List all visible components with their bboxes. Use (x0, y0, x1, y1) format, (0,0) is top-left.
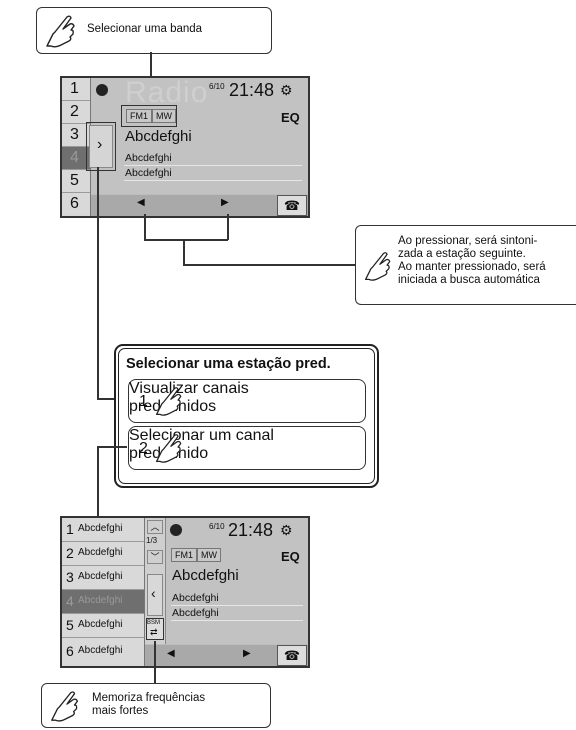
info-line-1: Abcdefghi (172, 592, 219, 604)
preset-list-expanded: 1 Abcdefghi 2 Abcdefghi 3 Abcdefghi 4 Ab… (62, 518, 145, 666)
callout-select-band-text: Selecionar uma banda (87, 23, 203, 35)
callout-next-station-line2: zada a estação seguinte. (398, 248, 526, 260)
step-1-text-a: Visualizar canais (129, 380, 249, 397)
callout-bsm-line1: Memoriza frequências (92, 692, 206, 704)
callout-bsm-line2: mais fortes (92, 705, 149, 717)
radio-content-bottom: 6/10 21:48 ⚙ FM1 MW EQ Abcdefghi Abcdefg… (166, 518, 308, 644)
clock: 21:48 (229, 80, 275, 100)
tuning-bar: ◀ ▶ ☎ (145, 645, 308, 666)
preset-item-2[interactable]: 2 Abcdefghi (62, 542, 144, 566)
radio-screen-bottom: 1 Abcdefghi 2 Abcdefghi 3 Abcdefghi 4 Ab… (60, 516, 310, 668)
step-2-box: 2 Selecionar um canal predefinido (128, 426, 366, 470)
preset-button-1[interactable]: 1 (62, 78, 90, 101)
connector-line (183, 264, 355, 266)
callout-next-station-line3: Ao manter pressionado, será (398, 261, 546, 273)
separator (171, 605, 303, 606)
preset-button-3[interactable]: 3 (62, 124, 90, 147)
band-selector-frame (121, 105, 177, 127)
collapse-list-button[interactable]: ‹ (147, 574, 163, 616)
callout-next-station: Ao pressionar, será sintoni- zada a esta… (355, 225, 576, 305)
clock: 21:48 (228, 520, 274, 540)
radio-screen-top: 1 2 3 4 5 6 Radio 6/10 21:48 ⚙ FM1 MW EQ… (60, 76, 310, 218)
preset-station-panel-inner (118, 348, 375, 484)
pointing-hand-icon (155, 387, 182, 416)
settings-gear-icon[interactable]: ⚙ (280, 82, 293, 98)
callout-bsm: Memoriza frequências mais fortes (41, 683, 271, 728)
pointing-hand-icon (364, 252, 391, 281)
phone-icon[interactable]: ☎ (277, 195, 307, 216)
connector-line (97, 167, 99, 399)
preset-button-2[interactable]: 2 (62, 101, 90, 124)
tune-up-button[interactable]: ▶ (221, 197, 229, 208)
band-mw-button[interactable]: MW (152, 109, 176, 123)
callout-next-station-line4: iniciada a busca automática (398, 274, 540, 286)
source-icon (96, 84, 108, 96)
page-indicator: 1/3 (146, 536, 158, 545)
step-2-number: 2 (139, 440, 148, 457)
connector-line (97, 446, 127, 448)
band-mw-button[interactable]: MW (197, 548, 221, 562)
preset-item-5[interactable]: 5 Abcdefghi (62, 614, 144, 638)
preset-list-toggle-frame (86, 122, 116, 171)
preset-button-6[interactable]: 6 (62, 193, 90, 215)
info-line-2: Abcdefghi (125, 167, 172, 179)
preset-list: 1 2 3 4 5 6 (62, 78, 91, 216)
source-icon (170, 524, 182, 536)
preset-item-3[interactable]: 3 Abcdefghi (62, 566, 144, 590)
eq-button[interactable]: EQ (281, 549, 300, 564)
pointing-hand-icon (155, 434, 182, 463)
eq-button[interactable]: EQ (281, 110, 300, 125)
connector-line (154, 641, 156, 686)
date-label: 6/10 (209, 82, 225, 91)
preset-button-4[interactable]: 4 (62, 147, 90, 170)
connector-line (144, 239, 228, 241)
tune-down-button[interactable]: ◀ (167, 648, 175, 659)
radio-watermark: Radio (125, 76, 209, 109)
refresh-icon: ⇄ (150, 627, 158, 637)
chevron-right-icon: › (97, 136, 103, 153)
preset-list-toggle-button[interactable]: › (89, 125, 113, 168)
tune-up-button[interactable]: ▶ (243, 648, 251, 659)
callout-select-band: Selecionar uma banda (36, 7, 272, 54)
band-fm1-button[interactable]: FM1 (126, 109, 152, 123)
station-name: Abcdefghi (172, 567, 239, 584)
step-2-text-a: Selecionar um canal (129, 427, 274, 444)
connector-line (97, 446, 99, 518)
panel-title: Selecionar uma estação pred. (126, 356, 331, 372)
connector-line (97, 398, 127, 400)
bsm-label: BSM (147, 620, 161, 626)
tuning-bar: ◀ ▶ ☎ (91, 195, 308, 216)
date-label: 6/10 (209, 522, 225, 531)
preset-item-4[interactable]: 4 Abcdefghi (62, 590, 144, 614)
preset-button-5[interactable]: 5 (62, 170, 90, 193)
scroll-down-button[interactable]: ﹀ (147, 550, 163, 564)
chevron-left-icon: ‹ (151, 585, 156, 601)
separator (171, 620, 303, 621)
station-name: Abcdefghi (125, 128, 192, 145)
band-fm1-button[interactable]: FM1 (171, 548, 197, 562)
separator (124, 180, 302, 181)
connector-line (144, 214, 146, 240)
info-line-2: Abcdefghi (172, 607, 219, 619)
connector-line (183, 239, 185, 265)
bsm-button[interactable]: BSM ⇄ (146, 618, 164, 640)
step-1-box: 1 Visualizar canais predefinidos (128, 379, 366, 423)
preset-item-6[interactable]: 6 Abcdefghi (62, 638, 144, 665)
preset-item-1[interactable]: 1 Abcdefghi (62, 518, 144, 542)
preset-station-panel: Selecionar uma estação pred. 1 Visualiza… (114, 344, 379, 488)
connector-line (227, 214, 229, 240)
settings-gear-icon[interactable]: ⚙ (280, 522, 293, 538)
info-line-1: Abcdefghi (125, 152, 172, 164)
pointing-hand-icon (51, 691, 79, 722)
pointing-hand-icon (46, 15, 75, 48)
scroll-up-button[interactable]: ︿ (147, 520, 163, 534)
page-scroll-column: ︿ 1/3 ﹀ ‹ BSM ⇄ (145, 518, 166, 644)
step-1-number: 1 (139, 393, 148, 410)
separator (124, 165, 302, 166)
radio-content: Radio 6/10 21:48 ⚙ FM1 MW EQ Abcdefghi A… (86, 76, 308, 194)
phone-icon[interactable]: ☎ (277, 645, 307, 666)
tune-down-button[interactable]: ◀ (137, 197, 145, 208)
callout-next-station-line1: Ao pressionar, será sintoni- (398, 235, 538, 247)
